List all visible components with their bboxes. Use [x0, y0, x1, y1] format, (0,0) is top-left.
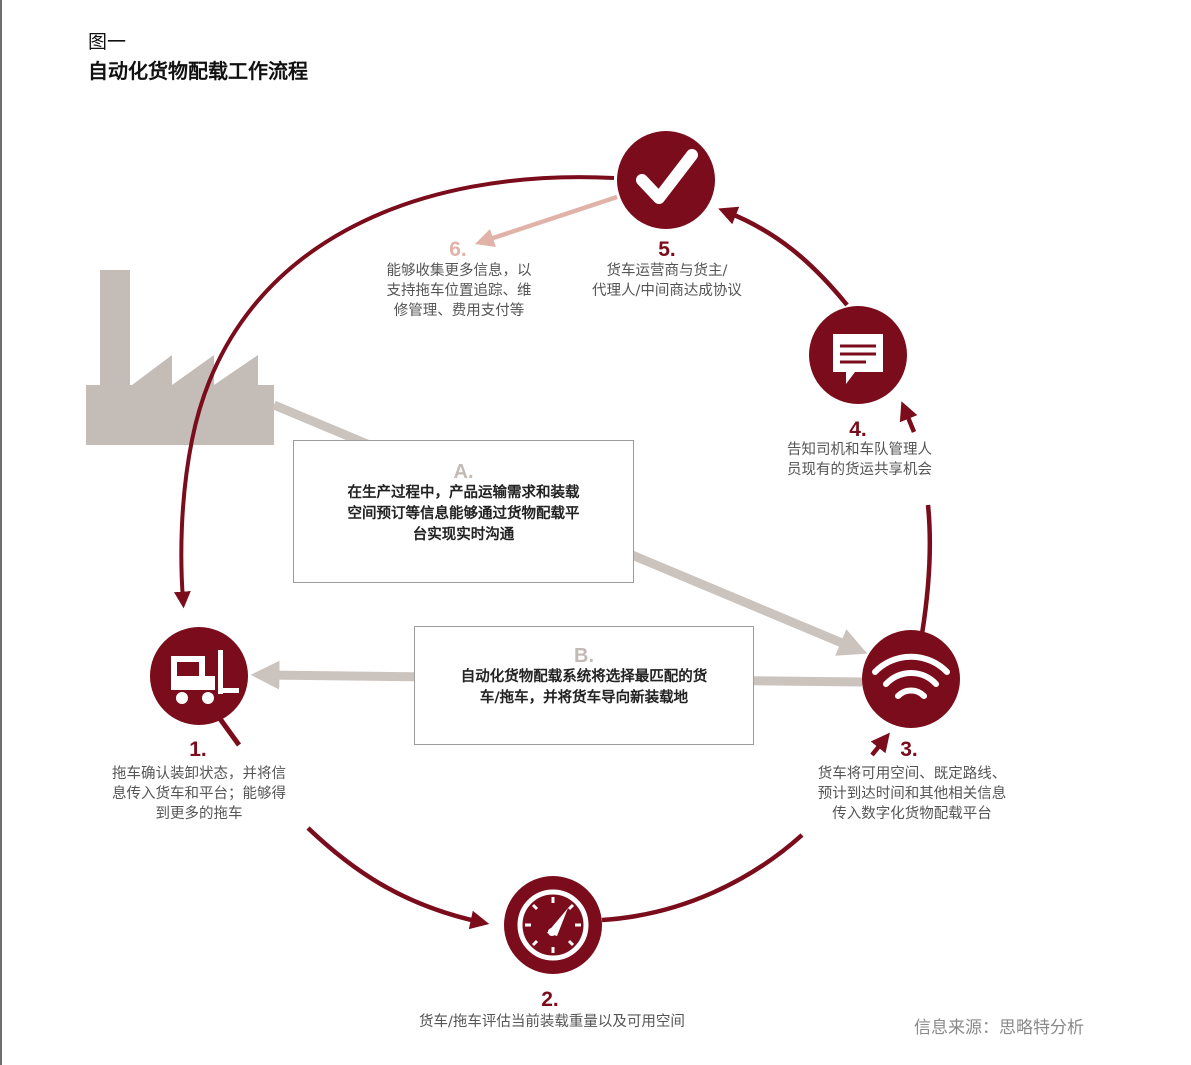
- wifi-icon: [872, 653, 950, 699]
- step-1-text: 拖车确认装卸状态，并将信 息传入货车和平台；能够得 到更多的拖车: [112, 766, 286, 822]
- arc-2-to-3: [601, 833, 804, 923]
- node-checkmark: [617, 131, 715, 229]
- gauge-icon: [517, 889, 589, 961]
- note-box-a: A. 在生产过程中，产品运输需求和装载 空间预订等信息能够通过货物配载平 台实现…: [293, 440, 634, 583]
- message-icon: [833, 334, 883, 384]
- step-2-number: 2.: [541, 988, 559, 1011]
- note-b-text: 自动化货物配载系统将选择最匹配的货 车/拖车，并将货车导向新装载地: [460, 669, 708, 706]
- step-2-text: 货车/拖车评估当前装载重量以及可用空间: [419, 1014, 685, 1030]
- step-4-number: 4.: [849, 418, 867, 441]
- figure-label: 图一: [88, 31, 127, 53]
- forklift-handle: [215, 714, 242, 747]
- arc-3-to-4: [919, 504, 933, 635]
- arrow-into-4: [899, 401, 918, 433]
- step-6-number: 6.: [449, 238, 467, 261]
- step-5-text: 货车运营商与货主/ 代理人/中间商达成协议: [592, 263, 742, 299]
- note-a-text: 在生产过程中，产品运输需求和装载 空间预订等信息能够通过货物配载平 台实现实时沟…: [347, 485, 580, 543]
- arrow-to-6: [475, 194, 618, 248]
- node-wifi: [862, 630, 960, 728]
- note-box-b: B. 自动化货物配载系统将选择最匹配的货 车/拖车，并将货车导向新装载地: [414, 626, 754, 745]
- checkmark-icon: [636, 149, 698, 204]
- node-forklift: [150, 627, 248, 725]
- node-gauge: [504, 876, 602, 974]
- node-message: [809, 306, 907, 404]
- step-3-number: 3.: [900, 738, 918, 761]
- arc-5-to-1: [173, 175, 615, 609]
- step-3-text: 货车将可用空间、既定路线、 预计到达时间和其他相关信息 传入数字化货物配载平台: [817, 766, 1007, 822]
- note-b-letter: B.: [574, 645, 594, 667]
- step-5-number: 5.: [658, 238, 676, 261]
- arrow-into-3: [870, 732, 890, 757]
- figure-title: 自动化货物配载工作流程: [88, 59, 308, 83]
- step-6-text: 能够收集更多信息，以 支持拖车位置追踪、维 修管理、费用支付等: [386, 263, 532, 319]
- arc-4-to-5: [718, 206, 849, 307]
- factory-icon: [86, 270, 274, 445]
- forklift-icon: [171, 650, 239, 704]
- step-4-text: 告知司机和车队管理人 员现有的货运共享机会: [787, 442, 932, 478]
- arc-1-to-2: [306, 826, 490, 930]
- note-a-letter: A.: [453, 461, 474, 483]
- step-1-number: 1.: [189, 738, 207, 761]
- source-note: 信息来源：思略特分析: [914, 1018, 1084, 1038]
